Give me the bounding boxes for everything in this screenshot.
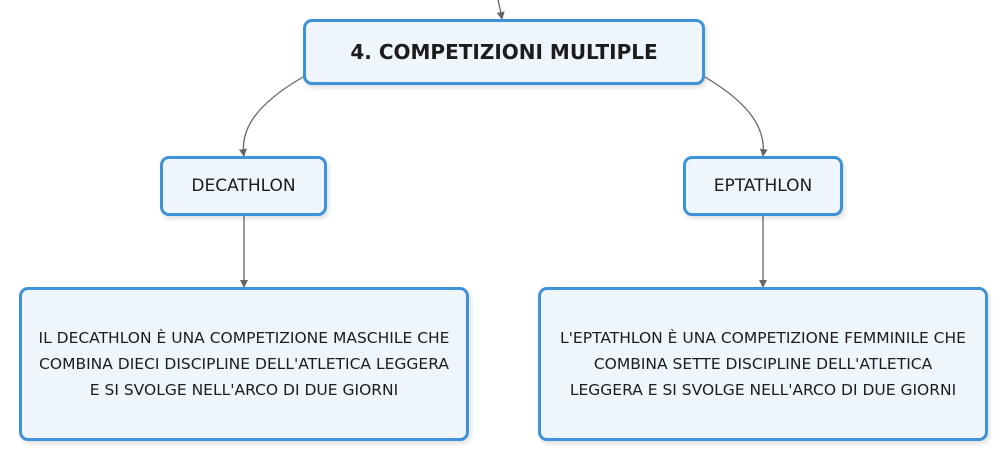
eptathlon-description-node[interactable]: L'EPTATHLON È UNA COMPETIZIONE FEMMINILE…	[538, 287, 988, 441]
connector-from-parent	[496, 0, 505, 20]
decathlon-description-text: IL DECATHLON È UNA COMPETIZIONE MASCHILE…	[38, 329, 450, 399]
eptathlon-node[interactable]: EPTATHLON	[683, 156, 843, 216]
connector-root-to-decathlon	[238, 76, 304, 157]
root-node[interactable]: 4. COMPETIZIONI MULTIPLE	[303, 19, 705, 85]
decathlon-node-label: DECATHLON	[191, 176, 296, 196]
eptathlon-node-label: EPTATHLON	[713, 176, 813, 196]
connector-root-to-eptathlon	[704, 76, 768, 157]
root-node-label: 4. COMPETIZIONI MULTIPLE	[350, 40, 658, 64]
eptathlon-description-text: L'EPTATHLON È UNA COMPETIZIONE FEMMINILE…	[560, 329, 966, 399]
decathlon-description-node[interactable]: IL DECATHLON È UNA COMPETIZIONE MASCHILE…	[19, 287, 469, 441]
decathlon-node[interactable]: DECATHLON	[160, 156, 327, 216]
